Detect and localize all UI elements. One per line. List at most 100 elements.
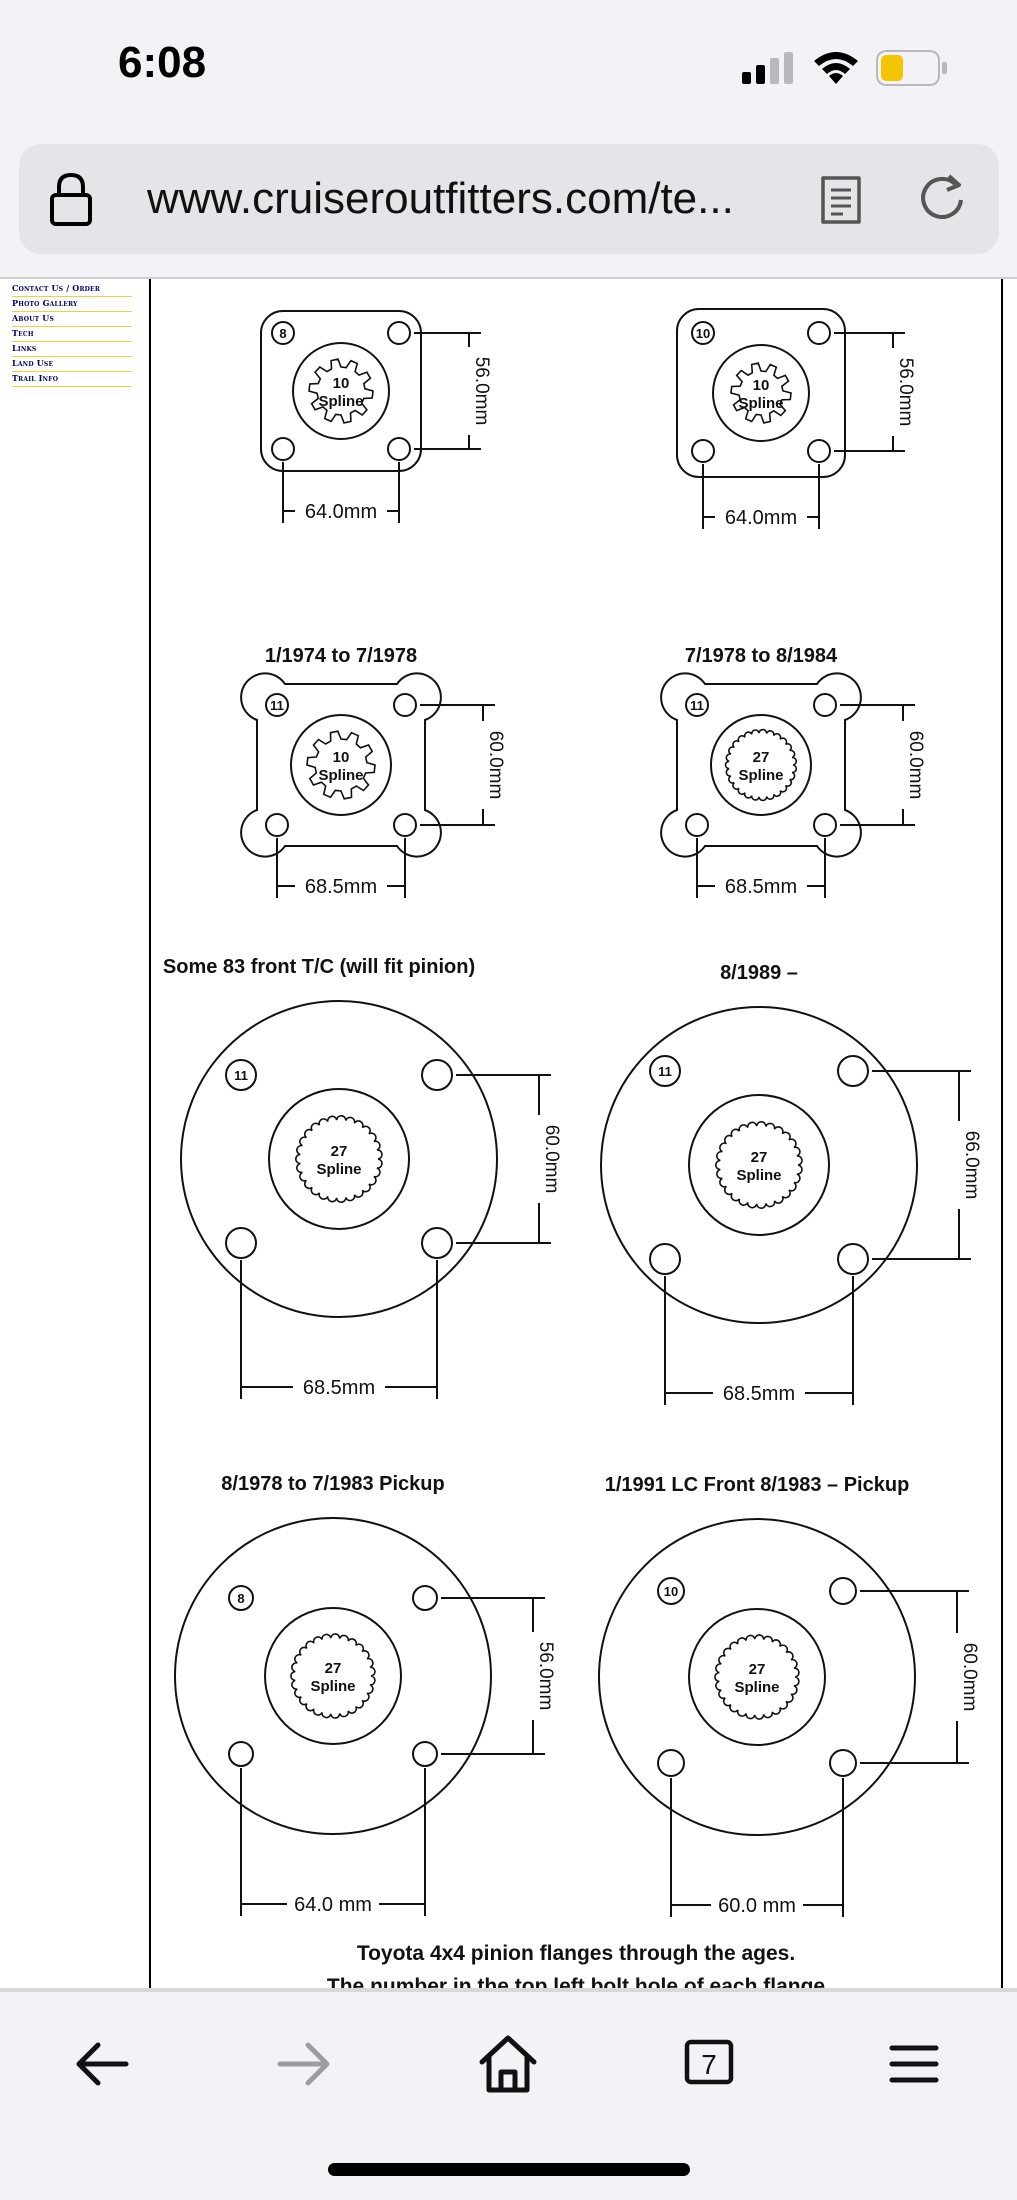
battery-icon: [876, 50, 947, 86]
forward-arrow-icon[interactable]: [268, 2028, 340, 2100]
bolt-count-label: 8: [279, 326, 286, 341]
bolt-hole: [685, 813, 709, 837]
bolt-hole: [813, 813, 837, 837]
content-border-left: [149, 279, 151, 1991]
bolt-count-label: 10: [664, 1584, 678, 1599]
height-dimension: 60.0mm: [485, 731, 506, 800]
bolt-hole: [387, 437, 411, 461]
back-arrow-icon[interactable]: [66, 2028, 138, 2100]
nav-link-tech[interactable]: Tech: [12, 327, 132, 342]
spline-count: 27: [331, 1143, 348, 1160]
reload-icon[interactable]: [915, 170, 971, 226]
bolt-count-label: 11: [690, 698, 704, 713]
bolt-hole: [265, 813, 289, 837]
spline-label: Spline: [736, 1167, 781, 1184]
wifi-icon: [814, 52, 858, 84]
flange-title: 8/1978 to 7/1983 Pickup: [221, 1473, 444, 1495]
width-dimension: 68.5mm: [305, 876, 377, 898]
bolt-hole: [228, 1585, 254, 1611]
sidebar-nav: Contact Us / Order Photo Gallery About U…: [12, 282, 132, 387]
bolt-hole: [265, 693, 289, 717]
bolt-count-label: 10: [696, 326, 710, 341]
spline-label: Spline: [734, 1679, 779, 1696]
bolt-hole: [393, 693, 417, 717]
height-dimension: 60.0mm: [541, 1125, 562, 1194]
bolt-hole: [657, 1749, 685, 1777]
bolt-count-label: 8: [237, 1591, 244, 1606]
address-bar[interactable]: www.cruiseroutfitters.com/te...: [19, 144, 999, 254]
bolt-hole: [837, 1055, 869, 1087]
lock-icon: [50, 172, 92, 226]
spline-count: 27: [751, 1149, 768, 1166]
spline-count: 27: [749, 1661, 766, 1678]
bolt-hole: [807, 321, 831, 345]
bolt-hole: [412, 1585, 438, 1611]
spline-label: Spline: [316, 1161, 361, 1178]
home-icon[interactable]: [472, 2028, 544, 2100]
diagram-caption: Toyota 4x4 pinion flanges through the ag…: [327, 1942, 825, 1991]
bolt-hole: [691, 439, 715, 463]
web-content: Contact Us / Order Photo Gallery About U…: [0, 279, 1017, 1991]
bolt-hole: [412, 1741, 438, 1767]
nav-link-contact[interactable]: Contact Us / Order: [12, 282, 132, 297]
width-dimension: 68.5mm: [303, 1377, 375, 1399]
bolt-hole: [807, 439, 831, 463]
flange-title: 7/1978 to 8/1984: [685, 645, 838, 667]
spline-count: 10: [333, 375, 350, 392]
cellular-signal-icon: [742, 52, 793, 84]
tabs-count: 7: [701, 2049, 717, 2080]
bolt-count-label: 11: [234, 1068, 248, 1083]
height-dimension: 56.0mm: [535, 1642, 556, 1711]
flange-f5: Some 83 front T/C (will fit pinion) 11 27S…: [163, 956, 562, 1399]
reader-mode-icon[interactable]: [819, 174, 863, 226]
flange-title: 1/1991 LC Front 8/1983 – Pickup: [605, 1474, 910, 1496]
spline-count: 10: [333, 749, 350, 766]
bolt-hole: [387, 321, 411, 345]
height-dimension: 56.0mm: [895, 358, 916, 427]
nav-link-photo-gallery[interactable]: Photo Gallery: [12, 297, 132, 312]
status-bar: 6:08: [0, 0, 1017, 135]
spline-label: Spline: [318, 767, 363, 784]
nav-link-links[interactable]: Links: [12, 342, 132, 357]
bolt-hole: [837, 1243, 869, 1275]
menu-icon[interactable]: [878, 2028, 950, 2100]
flange-title: 8/1989 –: [720, 962, 798, 984]
width-dimension: 68.5mm: [723, 1383, 795, 1405]
height-dimension: 56.0mm: [471, 357, 492, 426]
bolt-hole: [271, 321, 295, 345]
spline-label: Spline: [310, 1678, 355, 1695]
bolt-hole: [225, 1059, 257, 1091]
address-bar-divider: [0, 277, 1017, 279]
flange-f8: 1/1991 LC Front 8/1983 – Pickup 10 27Splin…: [598, 1474, 980, 1917]
bolt-hole: [225, 1227, 257, 1259]
flange-title: 1/1974 to 7/1978: [265, 645, 417, 667]
nav-link-about-us[interactable]: About Us: [12, 312, 132, 327]
bolt-hole: [393, 813, 417, 837]
nav-link-trail-info[interactable]: Trail Info: [12, 372, 132, 387]
bolt-hole: [421, 1059, 453, 1091]
nav-link-land-use[interactable]: Land Use: [12, 357, 132, 372]
bolt-hole: [421, 1227, 453, 1259]
bolt-hole: [829, 1749, 857, 1777]
bolt-count-label: 11: [658, 1064, 672, 1079]
bolt-count-label: 11: [270, 698, 284, 713]
height-dimension: 60.0mm: [905, 731, 926, 800]
spline-label: Spline: [318, 393, 363, 410]
flange-title: Some 83 front T/C (will fit pinion): [163, 956, 475, 978]
bolt-hole: [649, 1055, 681, 1087]
width-dimension: 68.5mm: [725, 876, 797, 898]
bolt-hole: [691, 321, 715, 345]
spline-count: 10: [753, 377, 770, 394]
bolt-hole: [271, 437, 295, 461]
width-dimension: 64.0mm: [305, 501, 377, 523]
spline-label: Spline: [738, 395, 783, 412]
tabs-icon[interactable]: 7: [673, 2028, 745, 2100]
bolt-hole: [813, 693, 837, 717]
bolt-hole: [829, 1577, 857, 1605]
url-text[interactable]: www.cruiseroutfitters.com/te...: [147, 174, 734, 223]
